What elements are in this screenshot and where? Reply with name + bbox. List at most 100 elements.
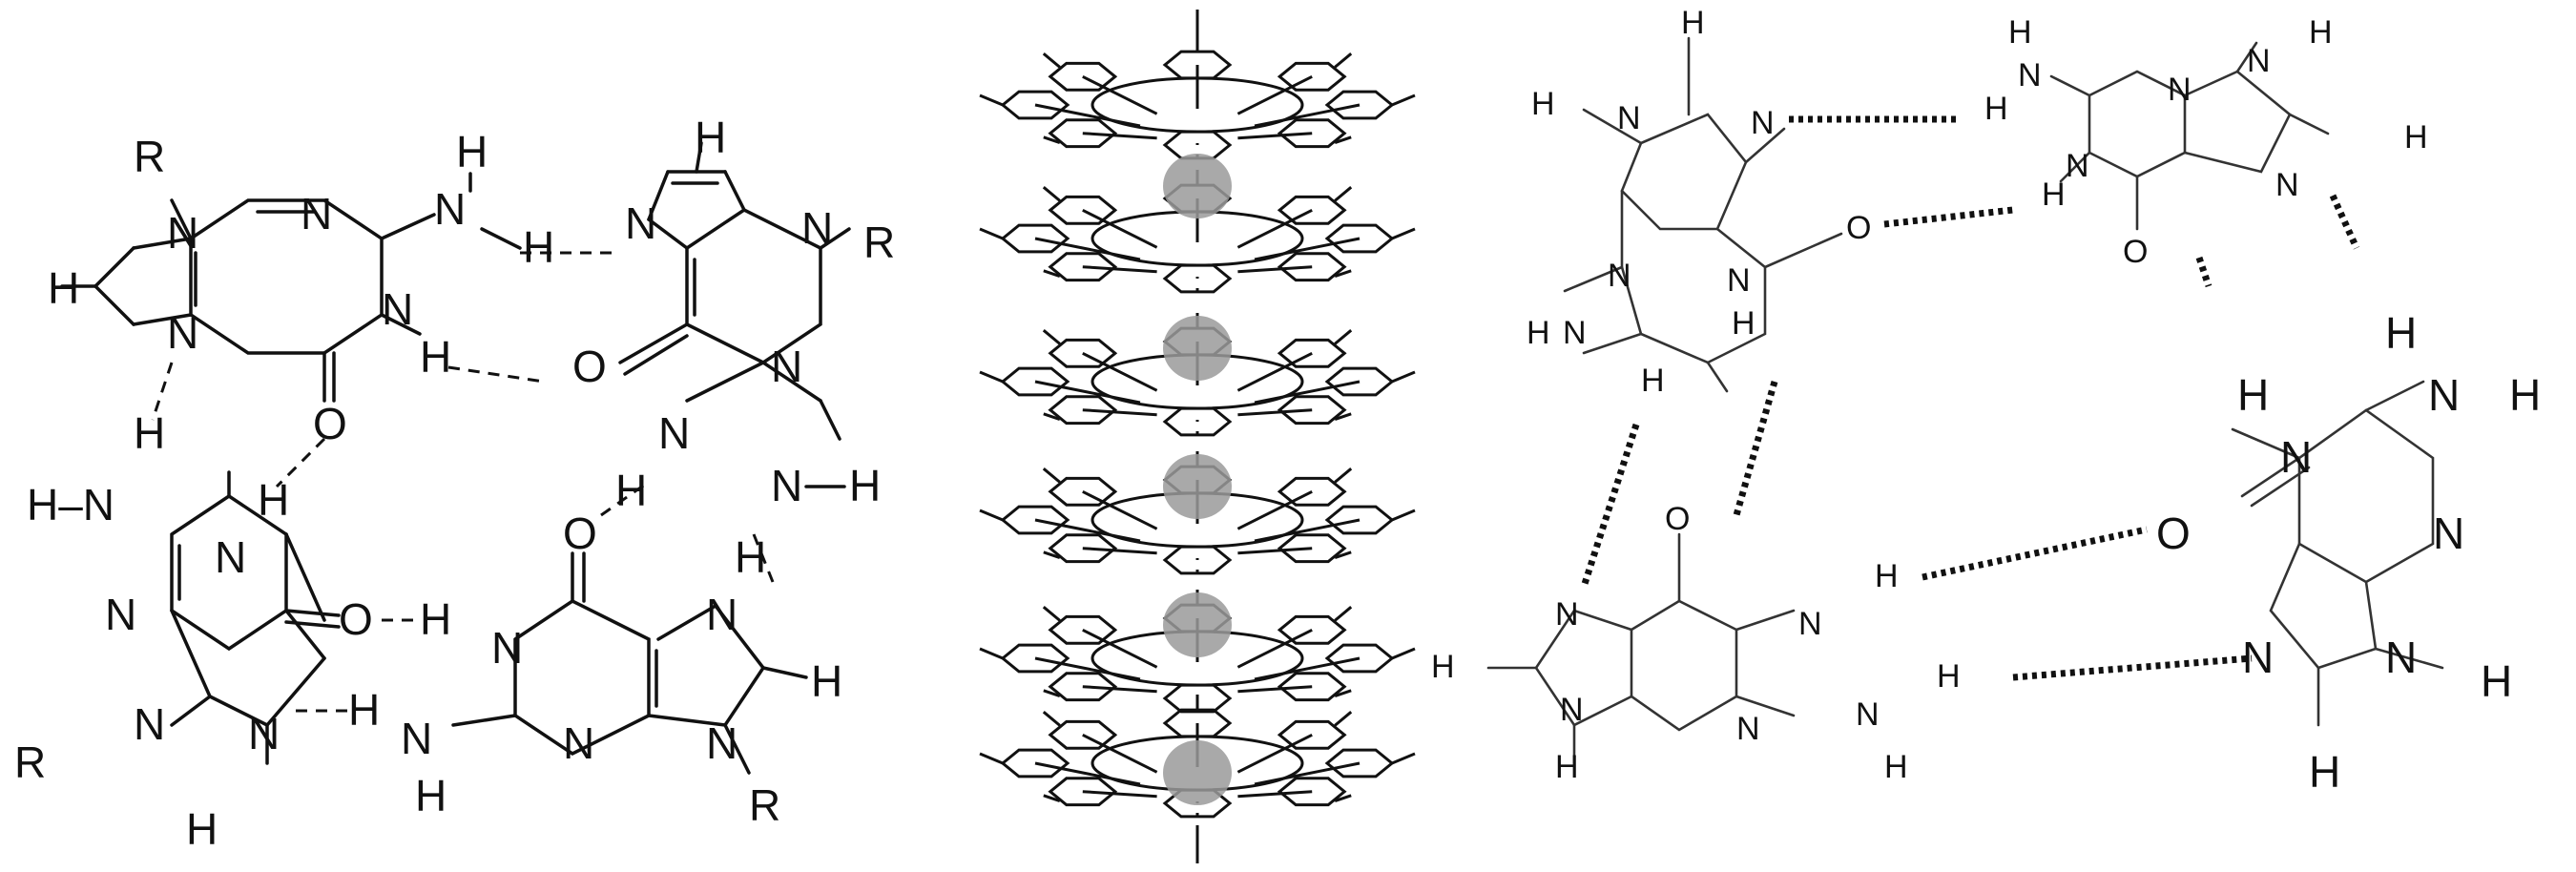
atom-label: N [134,699,165,749]
atom-label: O [339,594,373,644]
base-ring [1048,338,1118,368]
atom-label: N [2018,57,2042,93]
atom-label: N [1856,696,1880,733]
atom-label: N [706,590,737,639]
atom-label: H [735,532,766,582]
quartet-layer [979,36,1416,160]
hoogsteen-hbonds [151,251,775,713]
substituent-stub [1391,509,1416,522]
atom-label: N [2385,633,2417,682]
base-ring [1277,476,1347,507]
substituent-stub [1042,52,1061,69]
guanine-top-left [60,198,436,403]
substituent-stub [1043,412,1061,422]
atom-label: H [2481,656,2512,706]
base-ring [1048,476,1118,507]
backbone-link [1082,132,1157,140]
atom-label: N [2275,167,2299,203]
atom-label: H [2404,119,2428,156]
guanine-c-labels: O N N H H N N H N H H [1431,501,1961,785]
guanine-pairing-panel: H H N N O N N H H N H H N H N N [1431,5,2541,797]
atom-label: N [301,189,332,239]
atom-label: N [1560,692,1584,728]
atom-label: N [2242,633,2274,682]
atom-label: H [1555,749,1579,785]
backbone-link [1237,547,1313,555]
base-ring [1277,338,1347,368]
substituent-stub [1043,794,1061,803]
guanine-top-right-labels: H N N R O N N H N H [572,113,895,515]
atom-label: O [1846,210,1871,246]
atom-label: N [706,718,737,768]
guanine-bottom-right [451,551,808,775]
substituent-stub [1334,606,1353,622]
substituent-stub [1391,647,1416,660]
atom-label: O [2156,509,2191,558]
guanine-top-left-labels: R N N N N H O N H H H [48,127,554,448]
guanine-c [1486,532,1796,765]
atom-label: N [2280,432,2312,482]
atom-label: H [1875,558,1899,594]
atom-label: H [420,594,451,644]
guanine-bottom-left-labels: H–N H N H N O N N R H [14,408,373,854]
substituent-stub [1042,186,1061,202]
backbone-link [1236,733,1313,774]
base-ring [1048,614,1118,645]
g-quadruplex-stack [979,10,1416,863]
atom-label: R [863,218,895,267]
substituent-stub [1334,550,1352,560]
substituent-stub [1334,689,1352,698]
quartet-layer [979,313,1416,437]
substituent-stub [1334,135,1352,145]
atom-label: N [563,718,594,768]
atom-label: N [771,342,802,391]
substituent-stub [1043,269,1061,279]
atom-label: H [415,771,447,820]
guanine-bottom-left [170,470,341,765]
atom-label: R [749,780,780,830]
base-ring [1048,672,1118,702]
base-ring [1048,252,1118,282]
atom-label: H [48,263,79,313]
base-ring [1048,395,1118,426]
backbone-link [1082,733,1158,774]
base-ring [1277,672,1347,702]
backbone-link [1236,74,1313,115]
substituent-stub [1042,329,1061,345]
base-ring [1048,719,1118,750]
atom-label: H [1984,91,2008,127]
substituent-stub [1334,412,1352,422]
atom-label: R [14,737,46,787]
atom-label: N [801,203,833,253]
backbone-link [1236,351,1313,392]
substituent-stub [1334,711,1353,727]
stack-layers [979,36,1416,819]
inner-ring [1091,76,1304,134]
base-ring [1277,395,1347,426]
backbone-link [1082,74,1158,115]
atom-label: N [1555,596,1579,633]
substituent-stub [1334,794,1352,803]
atom-label: N [248,709,280,758]
substituent-stub [1043,550,1061,560]
atom-label: N [105,590,136,639]
atom-label: N [1608,258,1631,294]
central-cation [1163,454,1232,519]
base-ring [1277,61,1347,92]
atom-label: H [1884,749,1908,785]
atom-label: N [2433,509,2464,558]
substituent-stub [1043,689,1061,698]
substituent-stub [1334,186,1353,202]
atom-label: H [186,804,218,854]
base-ring [1277,719,1347,750]
base-ring [1324,366,1395,397]
atom-label: H [2309,747,2340,797]
substituent-stub [1334,269,1352,279]
base-ring [1277,252,1347,282]
atom-label: H [1641,363,1665,399]
atom-label: H [456,127,488,176]
substituent-stub [979,227,1004,240]
backbone-link [1237,132,1313,140]
base-ring [1277,777,1347,807]
base-ring [1048,195,1118,225]
